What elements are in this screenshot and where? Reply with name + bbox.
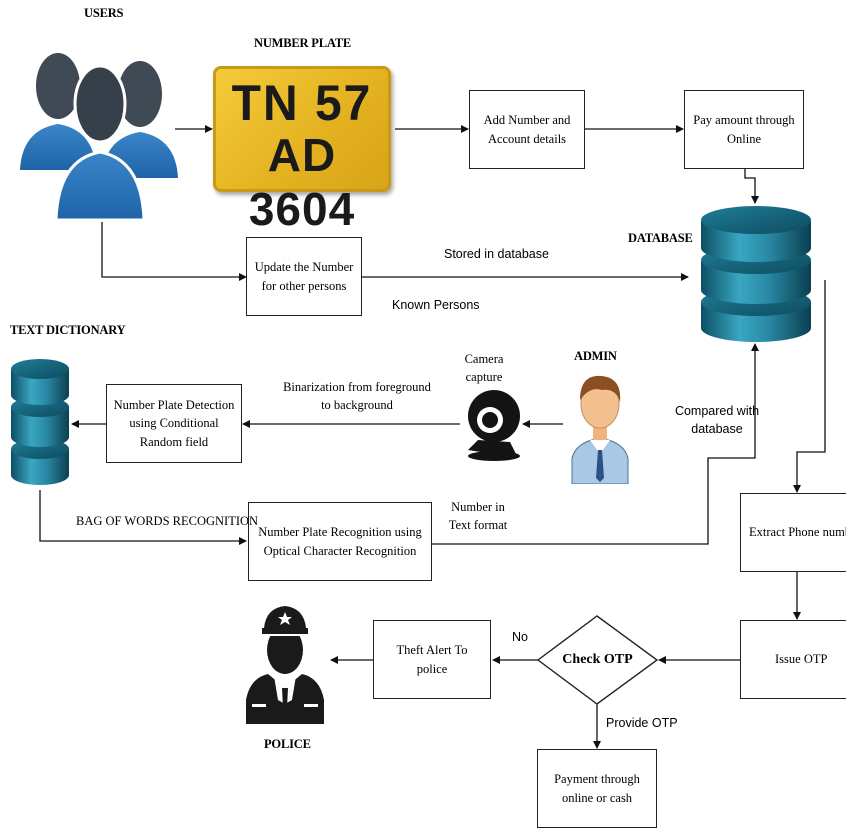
issue-otp-label: Issue OTP bbox=[775, 652, 828, 667]
plate-detection-box: Number Plate Detection using Conditional… bbox=[106, 384, 242, 463]
stored-label: Stored in database bbox=[444, 247, 549, 261]
compared-label: Compared with database bbox=[674, 404, 760, 436]
theft-alert-label: Theft Alert To police bbox=[396, 643, 468, 676]
update-number-label: Update the Number for other persons bbox=[254, 260, 354, 293]
police-heading: POLICE bbox=[264, 737, 311, 751]
no-label: No bbox=[512, 630, 528, 644]
payment-label: Payment through online or cash bbox=[554, 772, 640, 805]
pay-online-label: Pay amount through Online bbox=[693, 113, 795, 146]
admin-heading: ADMIN bbox=[574, 349, 617, 363]
payment-box: Payment through online or cash bbox=[537, 749, 657, 828]
known-persons-label: Known Persons bbox=[392, 298, 480, 312]
binarization-label: Binarization from foreground to backgrou… bbox=[283, 380, 431, 412]
plate-line-2: AD 3604 bbox=[248, 129, 356, 235]
camera-capture-label: Camera capture bbox=[464, 352, 504, 384]
check-otp-label: Check OTP bbox=[562, 652, 633, 667]
bag-of-words-label: BAG OF WORDS RECOGNITION bbox=[76, 514, 259, 528]
users-heading: USERS bbox=[84, 6, 124, 20]
arrow-db-to-extract bbox=[793, 280, 826, 493]
arrow-dict-to-recognition bbox=[39, 490, 247, 545]
plate-recognition-label: Number Plate Recognition using Optical C… bbox=[258, 525, 422, 558]
webcam-icon bbox=[468, 390, 520, 461]
number-plate-heading: NUMBER PLATE bbox=[254, 36, 352, 50]
pay-online-box: Pay amount through Online bbox=[684, 90, 804, 169]
plate-detection-label: Number Plate Detection using Conditional… bbox=[113, 398, 235, 449]
database-icon bbox=[701, 206, 811, 342]
check-otp-diamond bbox=[536, 615, 659, 705]
database-heading: DATABASE bbox=[628, 231, 693, 245]
users-icon bbox=[20, 53, 178, 222]
issue-otp-box: Issue OTP bbox=[740, 620, 846, 699]
plate-recognition-box: Number Plate Recognition using Optical C… bbox=[248, 502, 432, 581]
plate-line-1: TN 57 bbox=[231, 75, 373, 132]
arrow-recognition-to-db bbox=[432, 343, 759, 545]
number-in-text-label: Number in Text format bbox=[448, 500, 508, 532]
police-icon bbox=[246, 606, 324, 724]
arrow-pay-to-db bbox=[744, 168, 759, 204]
extract-phone-label: Extract Phone number bbox=[749, 525, 846, 540]
update-number-box: Update the Number for other persons bbox=[246, 237, 362, 316]
extract-phone-box: Extract Phone number bbox=[740, 493, 846, 572]
admin-icon bbox=[571, 375, 629, 484]
provide-otp-label: Provide OTP bbox=[606, 716, 678, 730]
arrow-users-to-update bbox=[101, 222, 247, 281]
text-dictionary-heading: TEXT DICTIONARY bbox=[10, 323, 126, 337]
add-number-box: Add Number and Account details bbox=[469, 90, 585, 169]
add-number-label: Add Number and Account details bbox=[483, 113, 571, 146]
number-plate-image: TN 57 AD 3604 bbox=[213, 66, 391, 235]
theft-alert-box: Theft Alert To police bbox=[373, 620, 491, 699]
text-dictionary-icon bbox=[11, 359, 69, 485]
